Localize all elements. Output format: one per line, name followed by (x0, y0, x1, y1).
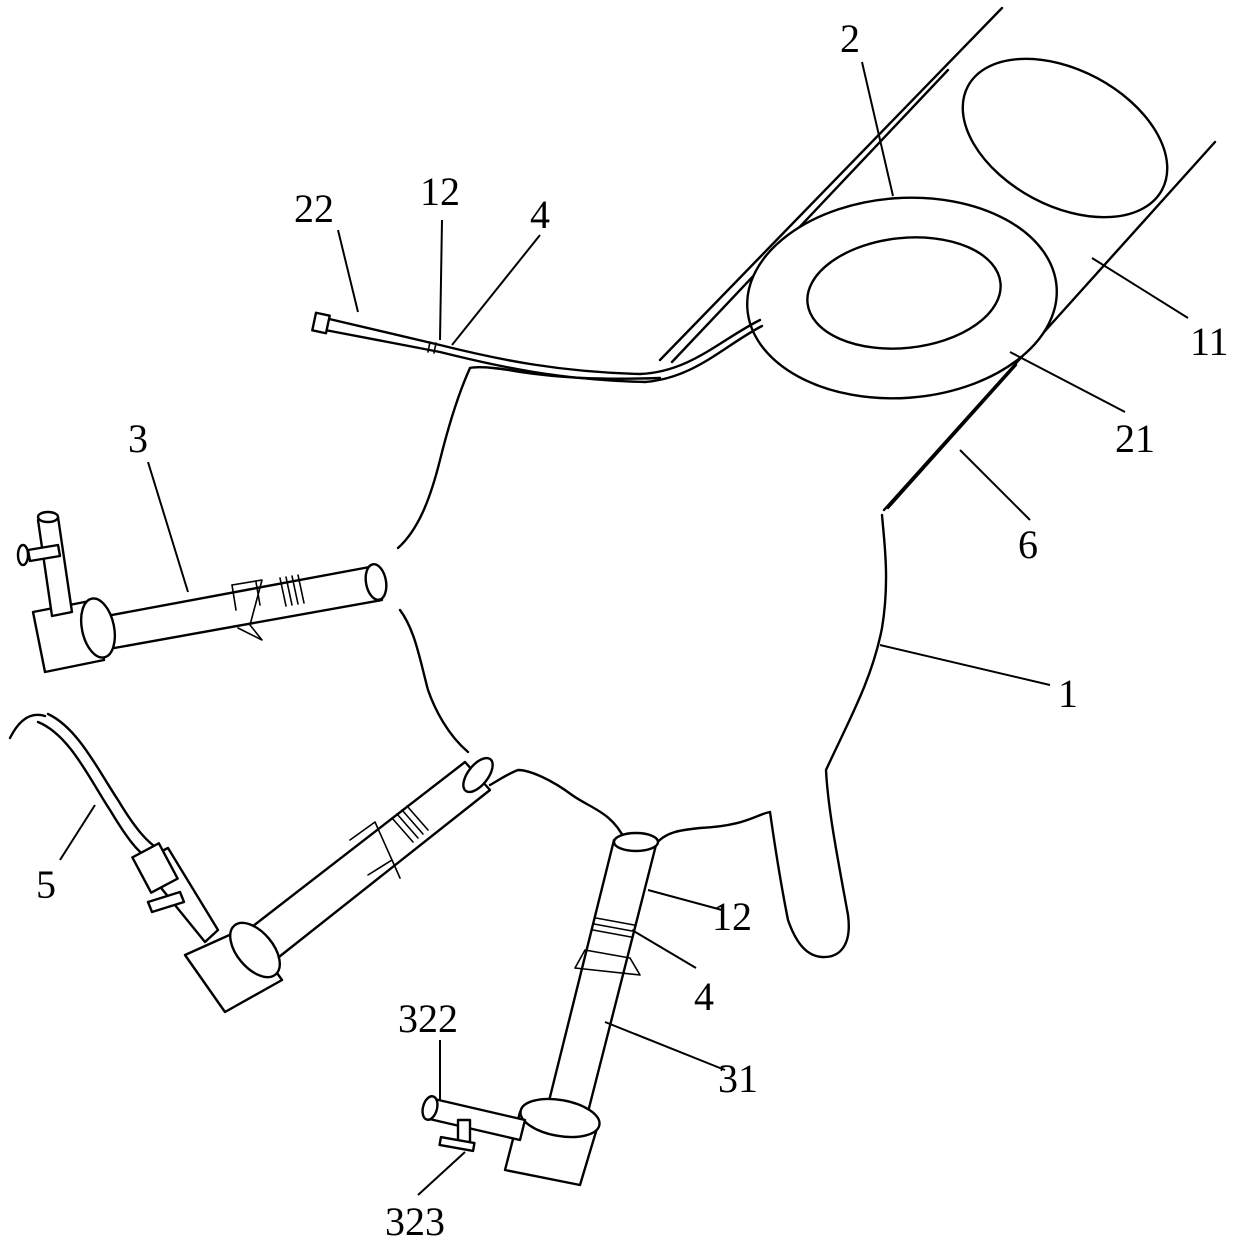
label-trocar-shaft: 31 (718, 1056, 758, 1101)
port-ring (740, 187, 1063, 408)
label-suction-hose: 5 (36, 862, 56, 907)
label-stopcock-tube: 322 (398, 996, 458, 1041)
label-ligature-top: 4 (530, 192, 550, 237)
label-ring-body: 21 (1115, 416, 1155, 461)
label-stopcock-knob: 323 (385, 1199, 445, 1243)
label-finger-tube-top: 12 (420, 169, 460, 214)
trocar-icon (18, 512, 389, 672)
label-trocar-main: 3 (128, 416, 148, 461)
label-band: 6 (1018, 522, 1038, 567)
label-ligature-bottom: 4 (694, 974, 714, 1019)
label-finger-tube-bottom: 12 (712, 894, 752, 939)
hose-icon (10, 714, 218, 942)
label-port-ring: 2 (840, 16, 860, 61)
label-ring-tube: 22 (294, 186, 334, 231)
label-glove-body: 1 (1058, 671, 1078, 716)
trocar-lower-left (185, 753, 498, 1012)
label-cuff-sleeve: 11 (1190, 319, 1229, 364)
